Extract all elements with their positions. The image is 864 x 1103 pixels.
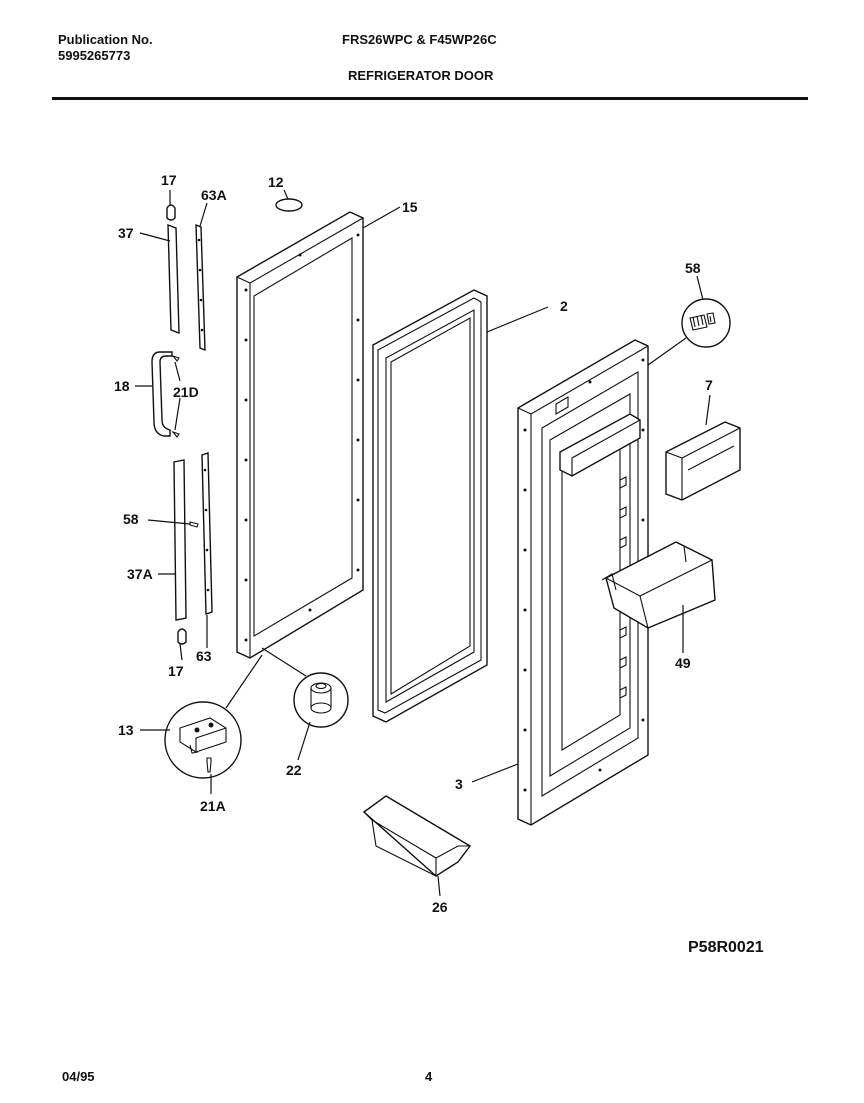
callout-58-top: 58 xyxy=(685,260,701,276)
header-rule xyxy=(52,97,808,100)
part-63-strip xyxy=(201,452,213,615)
callout-49: 49 xyxy=(675,655,691,671)
callout-26: 26 xyxy=(432,899,448,915)
callout-21A: 21A xyxy=(200,798,226,814)
part-63A-strip xyxy=(195,223,206,352)
part-21A-screw xyxy=(206,757,212,773)
part-63-holes xyxy=(203,468,210,592)
callout-21D: 21D xyxy=(173,384,199,400)
publication-number: 5995265773 xyxy=(58,48,131,63)
callout-18: 18 xyxy=(114,378,130,394)
callout-63: 63 xyxy=(196,648,212,664)
callout-58-left: 58 xyxy=(123,511,139,527)
model-numbers: FRS26WPC & F45WP26C xyxy=(342,32,497,47)
part-17-top-clip xyxy=(166,204,176,221)
part-58-screw-left xyxy=(189,521,199,528)
part-58-screw-detail xyxy=(681,298,731,348)
callout-63A: 63A xyxy=(201,187,227,203)
part-37-trim xyxy=(167,223,180,335)
leader-lines xyxy=(135,189,711,897)
callout-12: 12 xyxy=(268,174,284,190)
callout-3: 3 xyxy=(455,776,463,792)
part-17-bottom-clip xyxy=(177,628,187,645)
callout-17-top: 17 xyxy=(161,172,177,188)
callout-37A: 37A xyxy=(127,566,153,582)
part-37A-trim xyxy=(173,459,187,621)
part-22-bushing-detail xyxy=(293,672,349,728)
callout-13: 13 xyxy=(118,722,134,738)
callout-22: 22 xyxy=(286,762,302,778)
part-2-gasket xyxy=(372,289,488,723)
part-49-bin xyxy=(601,541,716,629)
footer-date: 04/95 xyxy=(62,1069,95,1084)
part-63A-holes xyxy=(197,238,204,332)
callout-7: 7 xyxy=(705,377,713,393)
part-21D-screws xyxy=(171,354,180,438)
part-3-liner xyxy=(517,339,649,826)
part-18-handle xyxy=(151,351,173,437)
diagram-code: P58R0021 xyxy=(688,939,764,956)
callout-37: 37 xyxy=(118,225,134,241)
part-12-cap xyxy=(275,198,303,212)
part-7-cover xyxy=(665,421,741,501)
callout-15: 15 xyxy=(402,199,418,215)
page-number: 4 xyxy=(425,1069,433,1084)
part-13-hinge-detail xyxy=(164,701,242,779)
publication-label: Publication No. xyxy=(58,32,153,47)
part-15-frame xyxy=(236,211,364,659)
part-26-bin xyxy=(362,795,472,877)
callout-17-bottom: 17 xyxy=(168,663,184,679)
section-title: REFRIGERATOR DOOR xyxy=(348,68,494,83)
callout-2: 2 xyxy=(560,298,568,314)
